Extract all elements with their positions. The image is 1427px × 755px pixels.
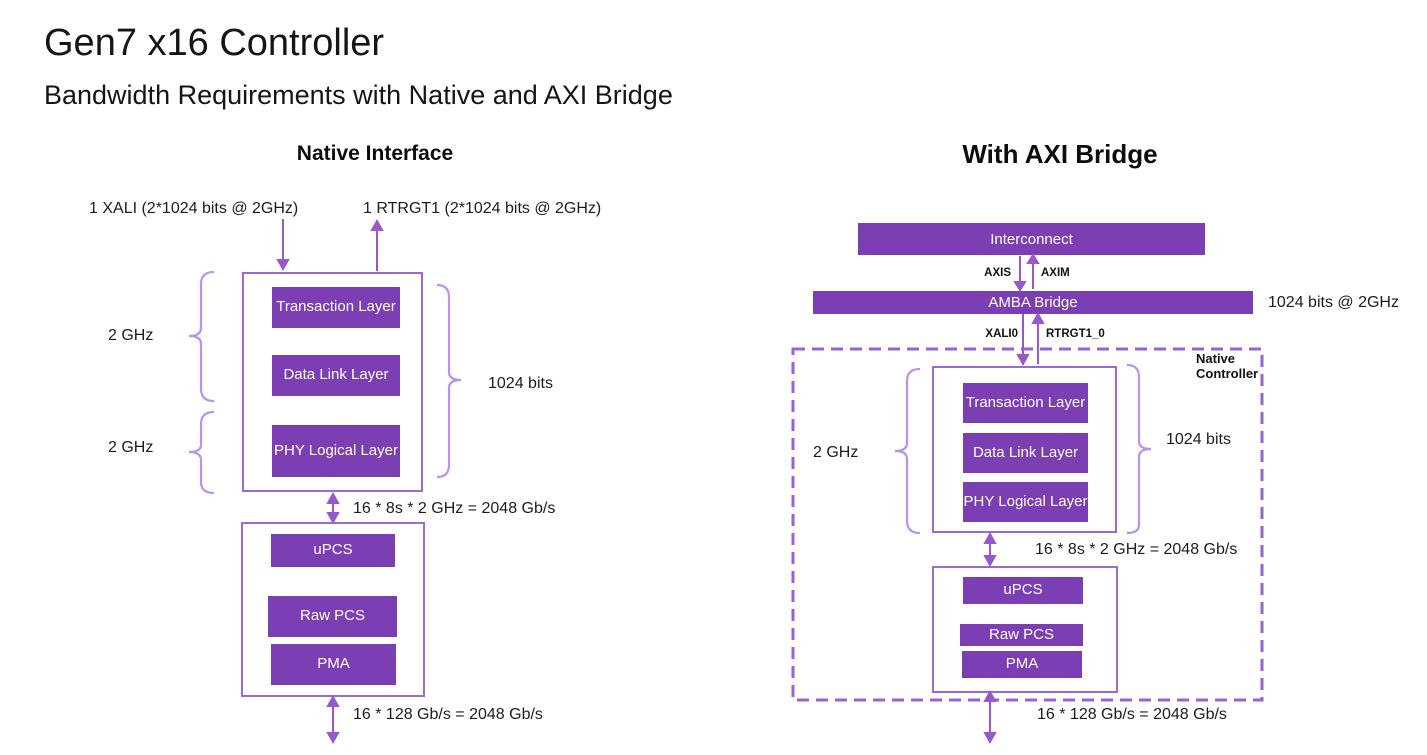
native-interface-heading: Native Interface (296, 142, 454, 165)
amba-bridge-bar: AMBA Bridge (813, 291, 1253, 314)
axis-port-label: AXIS (984, 267, 1011, 279)
axi-bottom-bandwidth-label: 16 * 128 Gb/s = 2048 Gb/s (1037, 706, 1227, 723)
native-controller-caption: Native Controller (1196, 351, 1259, 381)
rtrgt1-0-port-label: RTRGT1_0 (1046, 328, 1105, 340)
axi-mid-double-arrow (983, 531, 997, 568)
xali0-port-label: XALI0 (985, 328, 1018, 340)
native-clock-lower-brace (188, 410, 215, 495)
native-clock-upper-brace (188, 270, 215, 403)
native-clock-upper-label: 2 GHz (108, 327, 154, 344)
rtrgt1-0-up-arrow (1031, 311, 1045, 364)
page-title: Gen7 x16 Controller (44, 22, 385, 64)
axis-down-arrow (1013, 256, 1027, 292)
native-mid-bandwidth-label: 16 * 8s * 2 GHz = 2048 Gb/s (353, 500, 556, 517)
rtrgt1-up-arrow (370, 218, 384, 271)
native-bottom-bandwidth-label: 16 * 128 Gb/s = 2048 Gb/s (353, 706, 543, 723)
axi-clock-label: 2 GHz (813, 444, 859, 461)
axi-bus-width-brace (1126, 363, 1152, 535)
xali-down-arrow (276, 219, 290, 272)
axi-data-link-layer-block: Data Link Layer (963, 433, 1088, 473)
native-clock-lower-label: 2 GHz (108, 439, 154, 456)
axi-raw-pcs-block: Raw PCS (960, 624, 1083, 646)
native-rtrgt1-label: 1 RTRGT1 (2*1024 bits @ 2GHz) (363, 200, 602, 217)
amba-bus-label: 1024 bits @ 2GHz (1268, 294, 1399, 311)
axi-phy-logical-layer-block: PHY Logical Layer (963, 482, 1088, 522)
xali0-down-arrow (1016, 314, 1030, 367)
native-bus-width-brace (436, 283, 462, 479)
native-transaction-layer-block: Transaction Layer (272, 287, 400, 328)
native-upcs-block: uPCS (271, 534, 395, 567)
native-xali-label: 1 XALI (2*1024 bits @ 2GHz) (89, 200, 299, 217)
axi-pma-block: PMA (962, 651, 1082, 678)
axi-transaction-layer-block: Transaction Layer (963, 383, 1088, 423)
axi-clock-brace (894, 367, 921, 535)
axi-mid-bandwidth-label: 16 * 8s * 2 GHz = 2048 Gb/s (1035, 541, 1238, 558)
axi-upcs-block: uPCS (963, 577, 1083, 604)
native-raw-pcs-block: Raw PCS (268, 596, 397, 637)
native-phy-logical-layer-block: PHY Logical Layer (272, 425, 400, 477)
interconnect-bar: Interconnect (858, 223, 1205, 255)
native-bottom-double-arrow (326, 694, 340, 745)
axim-up-arrow (1026, 253, 1040, 289)
native-pma-block: PMA (271, 644, 396, 685)
native-mid-double-arrow (326, 491, 340, 525)
native-bus-width-label: 1024 bits (488, 375, 553, 392)
axi-bridge-heading: With AXI Bridge (962, 139, 1158, 169)
axim-port-label: AXIM (1041, 267, 1070, 279)
native-data-link-layer-block: Data Link Layer (272, 355, 400, 396)
page-subtitle: Bandwidth Requirements with Native and A… (44, 80, 673, 110)
axi-bus-width-label: 1024 bits (1166, 431, 1231, 448)
axi-bottom-double-arrow (983, 689, 997, 745)
